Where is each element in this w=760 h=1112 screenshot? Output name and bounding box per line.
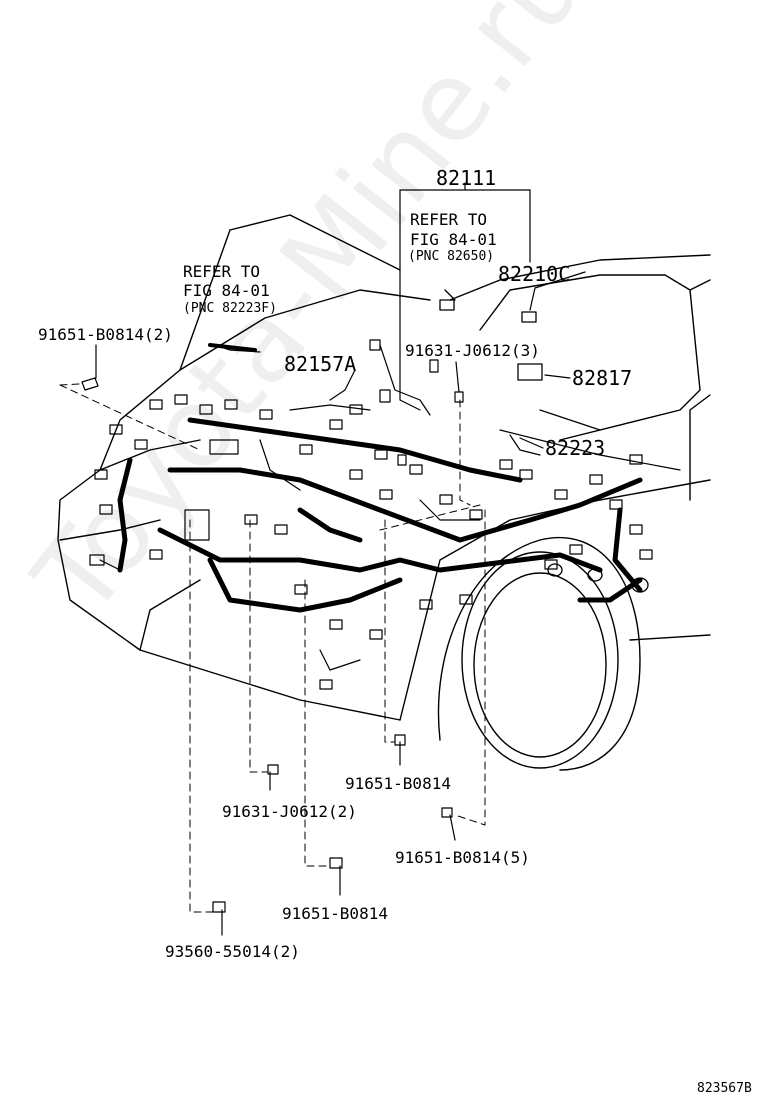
part-number-91651-B0814-5: 91651-B0814(5)	[395, 848, 530, 867]
part-number-93560-55014-2: 93560-55014(2)	[165, 942, 300, 961]
refer-note-b-line1: REFER TO	[183, 262, 261, 281]
leader-lines	[95, 182, 586, 936]
part-number-91651-B0814-a: 91651-B0814	[345, 774, 451, 793]
connectors	[89, 339, 653, 690]
refer-note-line2: FIG 84-01	[410, 230, 497, 249]
dashed-guides	[59, 383, 486, 913]
refer-note-b-line3: (PNC 82223F)	[183, 301, 277, 316]
refer-note-line3: (PNC 82650)	[408, 249, 495, 264]
refer-note-b-line2: FIG 84-01	[183, 281, 270, 300]
bolts	[81, 377, 464, 913]
part-number-82223: 82223	[545, 436, 606, 460]
part-number-82210C: 82210C	[498, 262, 571, 286]
part-number-82111: 82111	[436, 166, 497, 190]
refer-note-line1: REFER TO	[410, 210, 488, 229]
harness-main	[117, 417, 643, 613]
part-number-91631-J0612-2: 91631-J0612(2)	[222, 802, 357, 821]
part-number-91651-B0814-b: 91651-B0814	[282, 904, 388, 923]
part-number-82817: 82817	[572, 366, 633, 390]
wheel	[437, 536, 641, 771]
small-parts	[208, 289, 649, 593]
drawing-id: 823567B	[697, 1081, 752, 1096]
part-number-91651-B0814-2: 91651-B0814(2)	[38, 325, 173, 344]
vehicle-body-outline	[57, 214, 711, 721]
part-number-91631-J0612-3: 91631-J0612(3)	[405, 341, 540, 360]
part-number-82157A: 82157A	[284, 352, 357, 376]
